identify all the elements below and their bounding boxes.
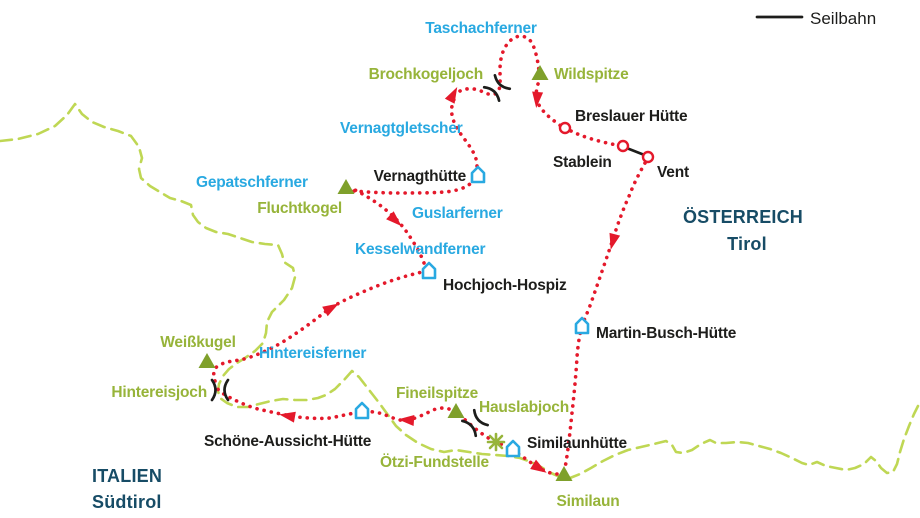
national-border-line <box>0 102 920 480</box>
label-peak: Fineilspitze <box>396 385 479 402</box>
label-glacier: Guslarferner <box>412 205 503 222</box>
legend-seilbahn-label: Seilbahn <box>810 9 876 28</box>
peak-icon-fineilspitze <box>447 403 465 418</box>
pass-icons <box>210 74 512 438</box>
station-dot-vent <box>641 150 655 164</box>
label-place-vent: Vent <box>657 164 689 181</box>
label-hut: Hochjoch-Hospiz <box>443 277 567 294</box>
peak-icon-similaun <box>555 466 573 481</box>
route-arrows <box>279 87 621 473</box>
label-peak: Fluchtkogel <box>257 200 342 217</box>
label-glacier: Hintereisferner <box>259 345 366 362</box>
route-arrow <box>398 415 415 426</box>
route-arrow <box>322 303 339 317</box>
label-country-italy: ITALIEN <box>92 466 162 486</box>
label-hut: Similaunhütte <box>527 435 627 452</box>
route-arrow <box>444 87 458 104</box>
peak-icons <box>198 65 573 481</box>
route-segment-hintereisjoch-hochjochhospiz <box>211 269 428 383</box>
hut-icon-hochjoch-hospiz <box>421 261 437 280</box>
route-segment-wildspitze-breslauer <box>534 82 563 128</box>
route-segment-oetzi-fineilspitze <box>456 411 510 449</box>
label-hut: Vernagthütte <box>374 168 467 185</box>
pass-icon-brochkogeljoch <box>482 74 512 102</box>
label-poi-oetzi: Ötzi-Fundstelle <box>380 454 490 471</box>
peak-icon-weisskugel <box>198 353 216 368</box>
label-peak: Similaun <box>557 493 620 510</box>
route-arrow <box>530 459 547 473</box>
label-peak: Wildspitze <box>554 66 629 83</box>
label-hut: Breslauer Hütte <box>575 108 688 125</box>
route-segment-hochjochhospiz-fluchtkogel <box>353 188 426 265</box>
oetzi-site-icon <box>486 432 506 452</box>
route-arrow <box>386 211 402 227</box>
pass-icon-hauslabjoch <box>461 408 489 438</box>
label-peak: Weißkugel <box>160 334 235 351</box>
hut-icon-schoene-aussicht-huette <box>354 401 370 420</box>
station-dots <box>558 121 655 164</box>
label-state-tirol: Tirol <box>727 234 767 254</box>
label-state-suedtirol: Südtirol <box>92 492 162 512</box>
hut-icons <box>354 165 590 458</box>
label-country-austria: ÖSTERREICH <box>683 207 803 227</box>
label-pass: Hintereisjoch <box>111 384 207 401</box>
label-pass: Hauslabjoch <box>479 399 569 416</box>
hut-icon-similaunhuette <box>505 439 521 458</box>
label-glacier: Taschachferner <box>425 20 537 37</box>
route-arrow <box>609 232 621 250</box>
label-glacier: Vernagtgletscher <box>340 120 463 137</box>
hut-icon-martin-busch-huette <box>574 316 590 335</box>
peak-icon-fluchtkogel <box>337 179 355 194</box>
label-glacier: Gepatschferner <box>196 174 308 191</box>
legend: Seilbahn <box>755 9 876 28</box>
pass-icon-hintereisjoch <box>210 378 230 402</box>
route-segment-vernagthuette-wildspitze <box>449 34 541 168</box>
station-dot-stablein <box>616 139 630 153</box>
label-pass: Brochkogeljoch <box>369 66 483 83</box>
hut-icon-vernagthuette <box>470 165 486 184</box>
peak-icon-wildspitze <box>531 65 549 80</box>
route-segment-fineilspitze-hintereisjoch <box>215 386 451 423</box>
label-hut: Martin-Busch-Hütte <box>596 325 737 342</box>
map-labels: Taschachferner Vernagtgletscher Gepatsch… <box>92 20 803 512</box>
station-dot-breslauer <box>558 121 572 135</box>
route-arrow <box>279 411 296 423</box>
route-segment-breslauer-stablein <box>569 129 619 147</box>
label-glacier: Kesselwandferner <box>355 241 485 258</box>
route-segment-vent-similaun <box>563 161 647 470</box>
label-hut: Schöne-Aussicht-Hütte <box>204 433 372 450</box>
route-arrow <box>532 91 544 108</box>
label-place-stablein: Stablein <box>553 154 612 171</box>
